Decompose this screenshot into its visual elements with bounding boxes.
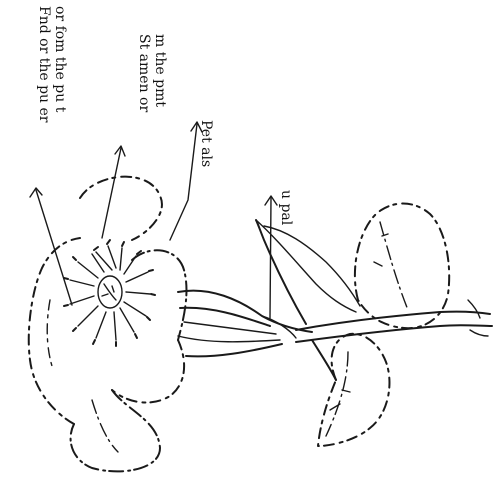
label-ovary-line1: Fnd or the pu er: [36, 6, 52, 123]
pointer-stamen-line: [102, 148, 121, 238]
sepal-4: [178, 336, 280, 342]
stamen-6: [126, 292, 150, 294]
anther-1: [94, 247, 98, 250]
stalk-line-lower: [296, 325, 492, 342]
label-ovary-line2: or fom the pu t: [52, 6, 68, 113]
petal-fold-2: [47, 300, 52, 366]
stamen-5: [126, 272, 148, 282]
label-stamen: St amen or m the pmt: [136, 34, 168, 112]
petal-top: [80, 177, 162, 240]
pointer-petals: [170, 122, 202, 240]
stamen-15: [92, 254, 104, 272]
label-petals-line1: Pet als: [198, 120, 214, 167]
pistil-mark-1: [102, 294, 108, 296]
bud-lower-leaf-vein: [326, 352, 348, 436]
anther-10: [93, 340, 95, 344]
stem-end-mark-2: [470, 330, 488, 336]
petal-bottom: [71, 390, 160, 471]
petal-lower-right: [112, 340, 184, 403]
stalk-line-upper: [296, 312, 490, 330]
bud-upper-sepal-2: [264, 226, 360, 306]
stamen-7: [124, 302, 146, 316]
label-stamen-line2: m the pmt: [152, 34, 168, 107]
stamen-11: [78, 306, 98, 326]
stem-end-mark-1: [468, 300, 480, 318]
stamen-3: [120, 248, 122, 270]
label-sepal: u pal: [278, 190, 294, 226]
pistil-mark-2: [112, 286, 114, 292]
label-petals: Pet als: [198, 120, 214, 167]
pistil: [98, 276, 122, 308]
bud-upper-stem: [256, 220, 306, 324]
anther-12: [64, 305, 68, 306]
anther-7: [147, 317, 150, 320]
stamen-14: [78, 262, 98, 278]
anther-2: [107, 240, 110, 244]
bud-upper-leaf: [355, 204, 449, 329]
stem-end-details: [468, 300, 488, 336]
stamen-8: [120, 308, 134, 332]
stamen-13: [70, 280, 94, 286]
label-sepal-line1: u pal: [278, 190, 294, 226]
petal-fold-1: [92, 400, 118, 452]
flower-head: [29, 177, 187, 472]
petal-upper-right: [132, 250, 186, 340]
label-ovary: Fnd or the pu er or fom the pu t: [36, 6, 68, 123]
stamen-4: [124, 256, 136, 274]
pointer-ovary-line: [36, 190, 72, 305]
stamen-9: [114, 312, 116, 340]
anther-3: [122, 242, 124, 246]
bud-lower: [312, 334, 389, 446]
bud-lower-stem: [312, 340, 336, 380]
bud-lower-leaf-mark: [330, 390, 350, 410]
anther-11: [73, 328, 76, 331]
bud-upper-leaf-mark: [374, 234, 388, 266]
anther-8: [135, 334, 137, 338]
pointer-stamen: [102, 146, 125, 238]
anther-5: [149, 270, 153, 271]
pointer-sepal-line: [270, 198, 271, 318]
stamen-2: [108, 246, 116, 268]
pointer-petals-line: [170, 124, 197, 240]
stamen-1: [96, 252, 112, 270]
sepal-5: [186, 344, 282, 356]
stamen-10: [96, 312, 106, 338]
stamen-12: [70, 296, 94, 304]
anther-14: [73, 257, 76, 260]
anther-13: [64, 278, 68, 279]
label-stamen-line1: St amen or: [136, 34, 152, 112]
anther-6: [151, 294, 155, 295]
